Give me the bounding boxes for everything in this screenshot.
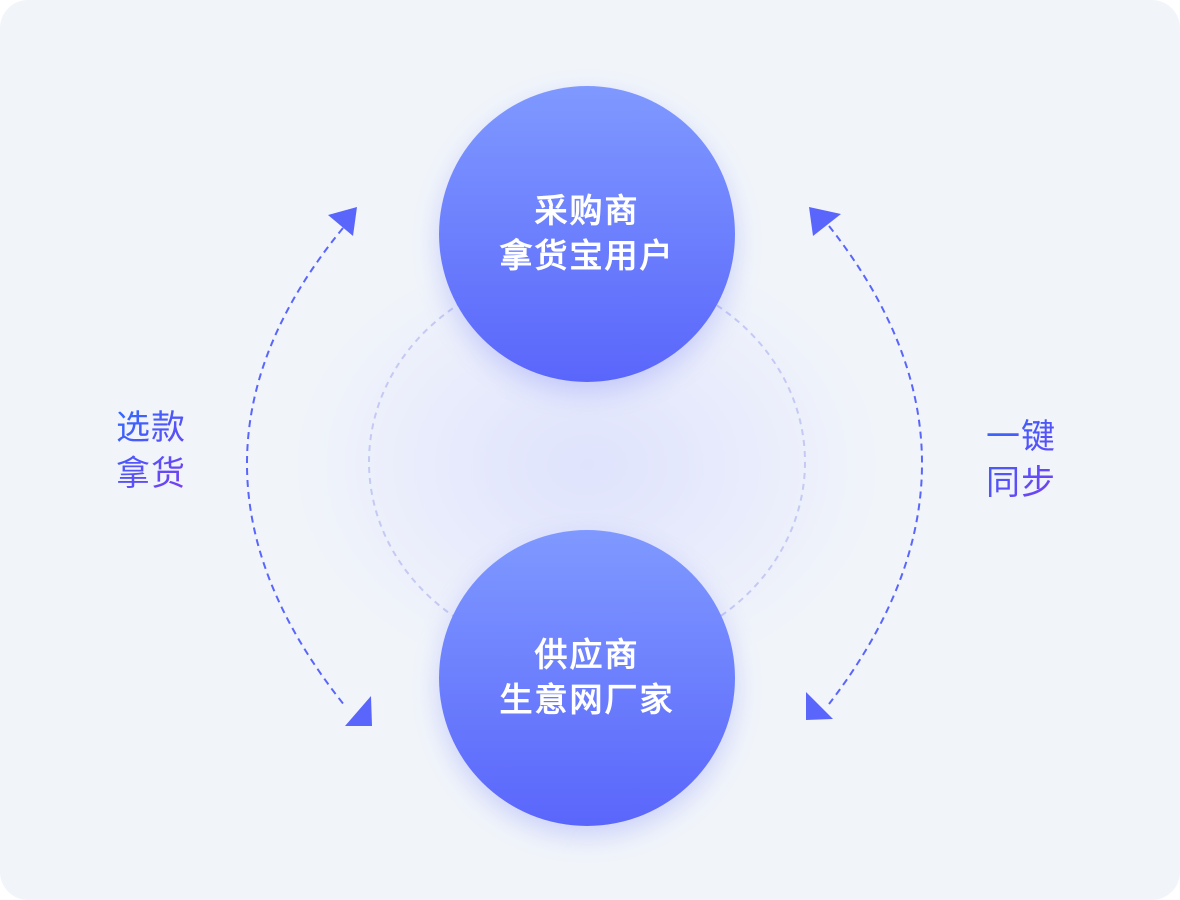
buyer-node-title: 采购商 (534, 191, 640, 230)
left-flow-label-line2: 拿货 (116, 454, 186, 494)
left-arrow-head-up-icon (328, 207, 357, 236)
right-arc (828, 225, 923, 705)
left-flow-label: 选款 拿货 (116, 405, 186, 497)
supplier-node-title: 供应商 (534, 635, 640, 674)
buyer-node-subtitle: 拿货宝用户 (499, 236, 675, 275)
supplier-node-subtitle: 生意网厂家 (499, 680, 675, 719)
buyer-node: 采购商 拿货宝用户 (439, 86, 735, 382)
left-arrow-head-down-icon (345, 696, 372, 726)
right-flow-label-line1: 一键 (986, 417, 1056, 457)
supplier-node: 供应商 生意网厂家 (439, 530, 735, 826)
right-flow-label-line2: 同步 (986, 463, 1056, 503)
left-arc (246, 227, 346, 707)
left-flow-label-line1: 选款 (116, 408, 186, 448)
right-arrow-head-up-icon (809, 207, 841, 236)
right-flow-label: 一键 同步 (986, 414, 1056, 506)
right-arrow-head-down-icon (806, 692, 833, 720)
